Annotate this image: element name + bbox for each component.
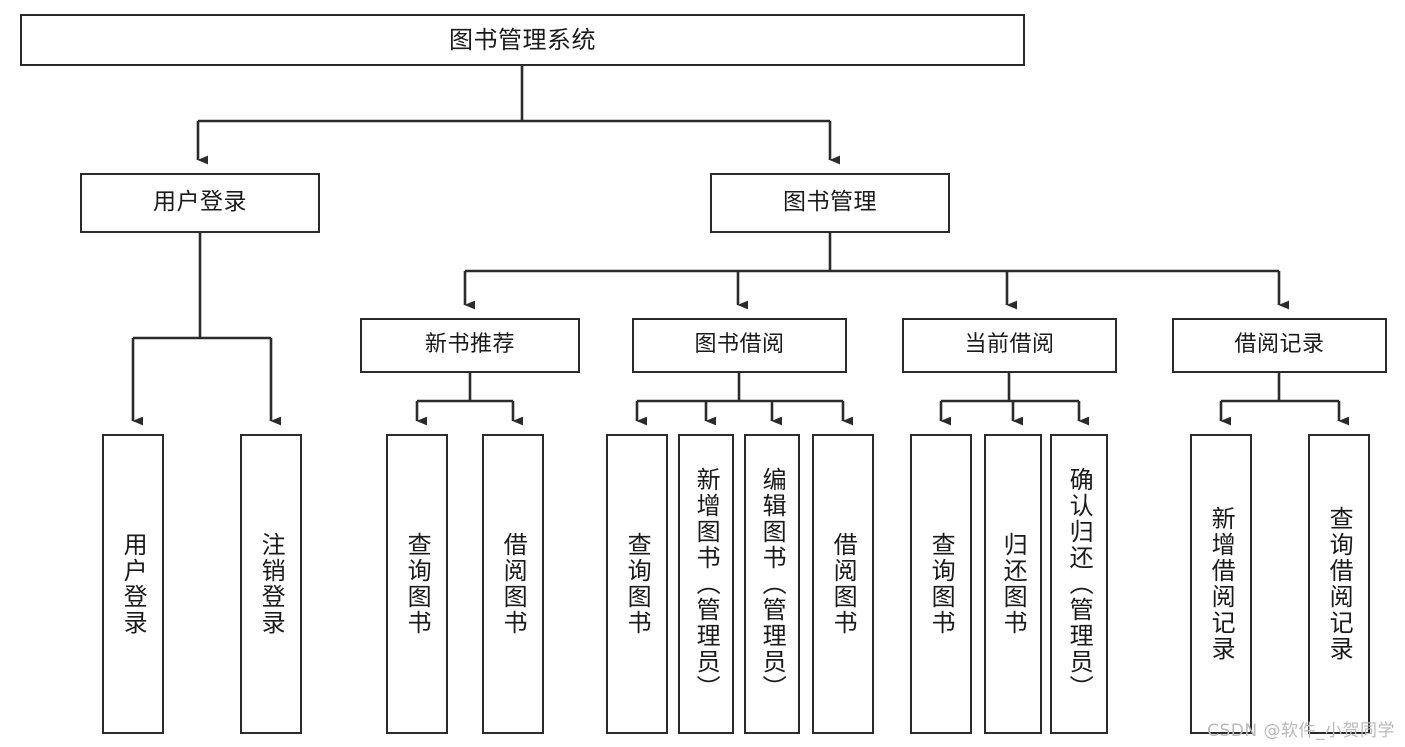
node-leaf-return-book[interactable]: 归还图书 [984, 434, 1042, 734]
node-leaf-add-book-admin[interactable]: 新增图书（管理员） [678, 434, 734, 734]
node-label: 归还图书 [999, 532, 1028, 636]
node-label: 新增借阅记录 [1207, 506, 1236, 662]
node-label: 编辑图书（管理员） [758, 467, 787, 701]
node-label: 用户登录 [119, 532, 148, 636]
node-leaf-logout[interactable]: 注销登录 [240, 434, 302, 734]
node-label: 图书借阅 [694, 332, 785, 358]
node-label: 图书管理 [783, 189, 877, 216]
node-label: 新增图书（管理员） [692, 467, 721, 701]
node-label: 借阅记录 [1234, 332, 1325, 358]
node-label: 借阅图书 [499, 532, 528, 636]
node-label: 确认归还（管理员） [1065, 467, 1094, 701]
node-book-borrow[interactable]: 图书借阅 [632, 318, 847, 373]
node-leaf-edit-book-admin[interactable]: 编辑图书（管理员） [744, 434, 800, 734]
node-leaf-query-book-newbook[interactable]: 查询图书 [386, 434, 448, 734]
node-user-login[interactable]: 用户登录 [80, 173, 320, 233]
node-borrow-record[interactable]: 借阅记录 [1172, 318, 1387, 373]
node-leaf-query-book-current[interactable]: 查询图书 [910, 434, 972, 734]
node-leaf-query-borrow-record[interactable]: 查询借阅记录 [1308, 434, 1370, 734]
node-label: 查询图书 [403, 532, 432, 636]
node-leaf-query-book-borrow[interactable]: 查询图书 [606, 434, 668, 734]
node-leaf-confirm-return-admin[interactable]: 确认归还（管理员） [1050, 434, 1108, 734]
node-book-management[interactable]: 图书管理 [710, 173, 950, 233]
node-current-borrow[interactable]: 当前借阅 [902, 318, 1117, 373]
node-label: 当前借阅 [964, 332, 1055, 358]
node-label: 图书管理系统 [449, 25, 596, 54]
node-label: 用户登录 [153, 189, 247, 216]
node-label: 借阅图书 [829, 532, 858, 636]
node-new-book-recommend[interactable]: 新书推荐 [360, 318, 580, 373]
node-root-book-management-system[interactable]: 图书管理系统 [20, 14, 1025, 66]
node-label: 查询图书 [623, 532, 652, 636]
node-leaf-user-login[interactable]: 用户登录 [102, 434, 164, 734]
node-leaf-borrow-book-newbook[interactable]: 借阅图书 [482, 434, 544, 734]
node-label: 注销登录 [257, 532, 286, 636]
node-leaf-borrow-book[interactable]: 借阅图书 [812, 434, 874, 734]
node-leaf-add-borrow-record[interactable]: 新增借阅记录 [1190, 434, 1252, 734]
node-label: 查询借阅记录 [1325, 506, 1354, 662]
node-label: 新书推荐 [424, 332, 515, 358]
node-label: 查询图书 [927, 532, 956, 636]
